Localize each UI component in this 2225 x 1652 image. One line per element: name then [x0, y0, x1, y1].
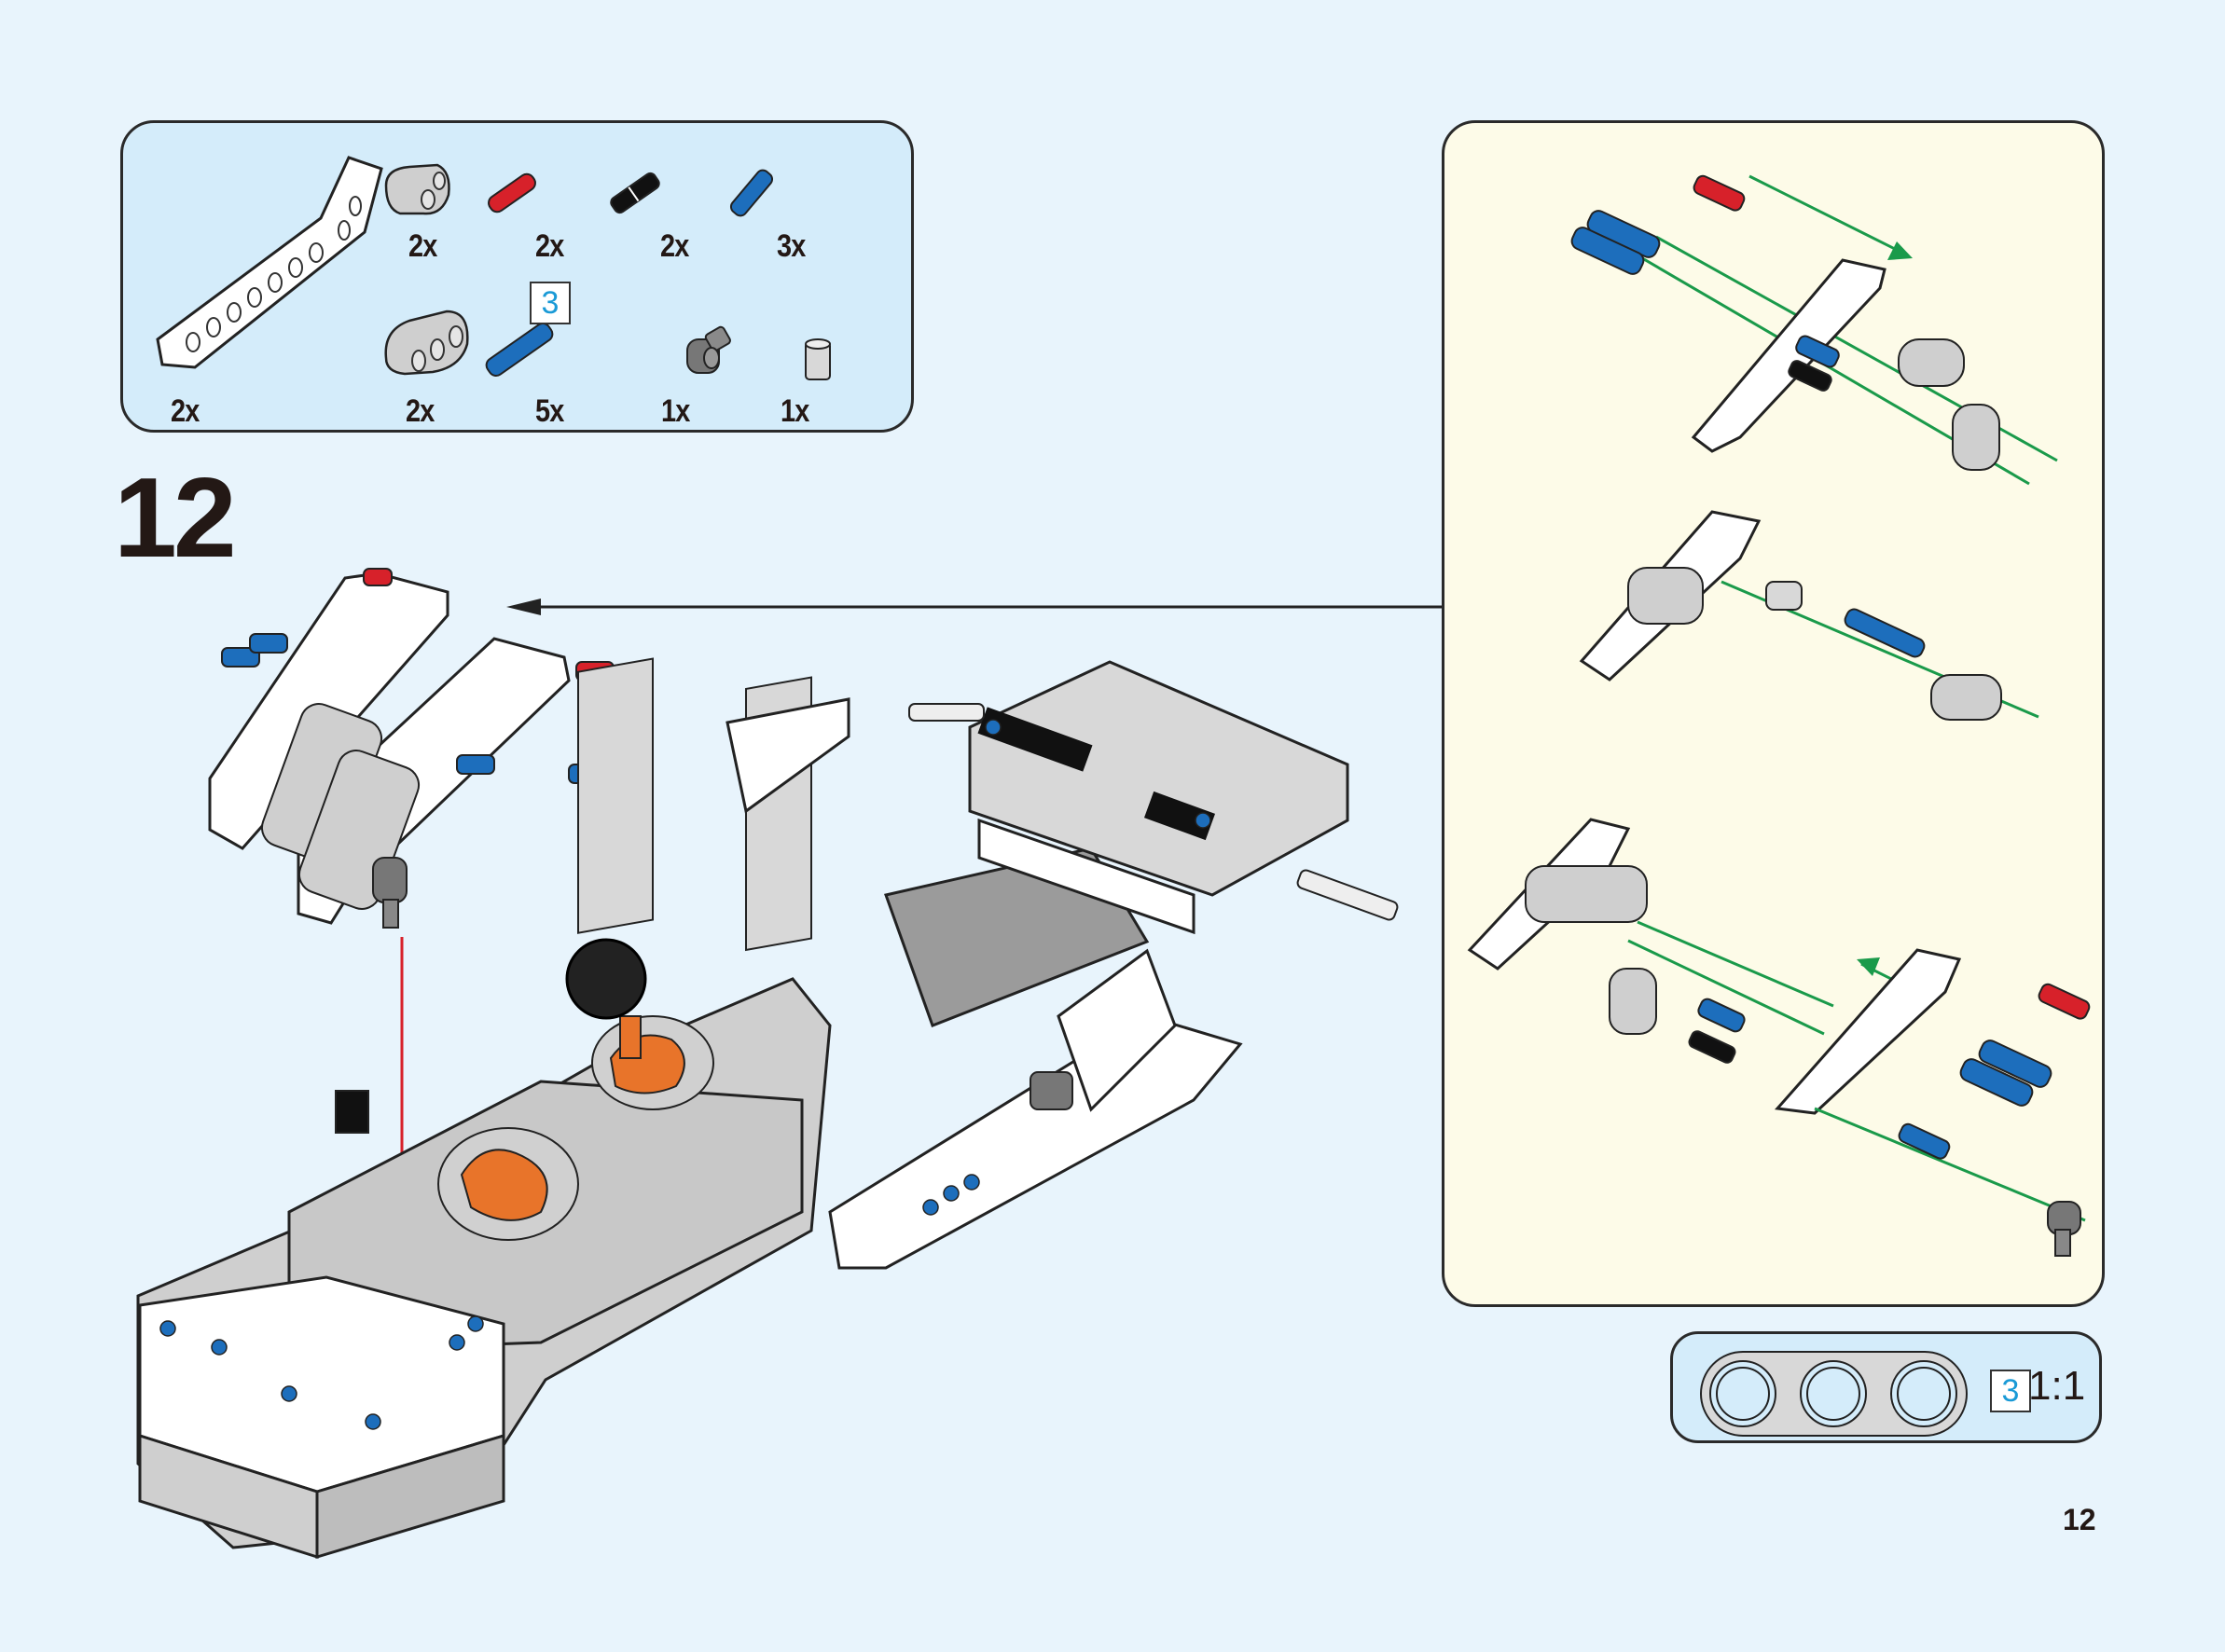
- callout-arrow-icon: [506, 599, 1442, 615]
- liftarm-3-icon: [384, 310, 469, 376]
- subassembly-step-c-icon: [1467, 818, 2091, 1257]
- side-subassembly-icon: [208, 568, 615, 929]
- qty-red-pin: 2x: [535, 228, 564, 264]
- callout-ref-box: 3: [530, 282, 571, 324]
- bush-icon: [805, 338, 831, 380]
- blue-axle-pin-icon: [729, 169, 774, 217]
- qty-blue-axle-pin: 3x: [777, 228, 806, 264]
- black-pin-icon: [610, 172, 660, 214]
- liftarm-3-scale-icon: [1700, 1351, 1968, 1437]
- long-blue-pin-icon: [485, 323, 554, 377]
- scale-reference-panel: 3: [1670, 1331, 2102, 1443]
- qty-long-blue-pin: 5x: [535, 393, 564, 429]
- main-assembly-illustration: [136, 568, 1442, 1560]
- bent-liftarm-icon: [156, 156, 383, 369]
- subassembly-illustrations: [1467, 174, 2091, 1257]
- angle-connector-icon: [686, 325, 731, 374]
- subassembly-panel: [1442, 120, 2105, 1307]
- page-number: 12: [2063, 1503, 2096, 1536]
- subassembly-step-a-icon: [1570, 174, 2058, 486]
- scale-ratio: 1:1: [2028, 1363, 2086, 1409]
- qty-bent-liftarm: 2x: [171, 393, 200, 429]
- subassembly-step-b-icon: [1579, 510, 2039, 721]
- qty-angle-connector: 1x: [661, 393, 690, 429]
- qty-liftarm-2: 2x: [408, 228, 437, 264]
- red-pin-icon: [488, 172, 536, 213]
- chassis-icon: [136, 657, 1399, 1560]
- step-number: 12: [114, 454, 237, 581]
- scale-callout-ref: 3: [1990, 1370, 2031, 1412]
- parts-list-panel: 2x 2x 2x 3x 2x 2x 5x 1x 1x 3: [120, 120, 914, 433]
- parts-list-illustrations: [156, 156, 831, 380]
- qty-black-pin: 2x: [660, 228, 689, 264]
- qty-liftarm-3: 2x: [406, 393, 435, 429]
- qty-bush: 1x: [781, 393, 809, 429]
- liftarm-2-icon: [384, 163, 450, 215]
